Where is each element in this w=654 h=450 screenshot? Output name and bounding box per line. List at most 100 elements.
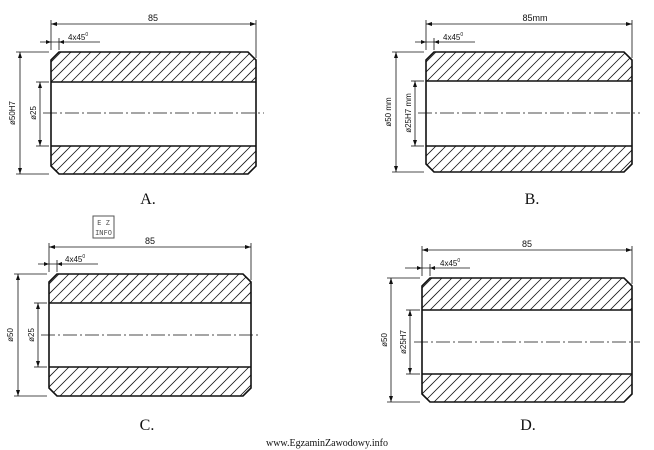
hatch-line [436, 52, 467, 81]
hatch-line [51, 52, 72, 82]
figure-a-dim-inner: ø25 [29, 81, 49, 147]
hatch-line [119, 274, 150, 303]
figure-b-inner-label: ø25H7 mm [404, 93, 413, 133]
hatch-line [252, 146, 256, 174]
hatch-line [159, 367, 190, 396]
figure-d-outer-label: ø50 [380, 333, 389, 347]
figure-c-dim-inner: ø25 [27, 302, 47, 368]
hatch-line [199, 367, 230, 396]
ez-info-logo: E Z INFO [92, 215, 115, 239]
hatch-line [496, 52, 527, 81]
figure-d-dim-inner: ø25H7 [399, 309, 420, 375]
hatch-line [422, 278, 443, 310]
figure-c-hatch-bottom [49, 367, 251, 396]
hatch-line [426, 146, 447, 172]
figure-a: 85 4x450 ø50H7 ø25 A. [8, 13, 311, 208]
hatch-line [539, 146, 567, 172]
hatch-line [619, 278, 632, 310]
hatch-line [566, 52, 597, 81]
hatch-line [140, 52, 172, 82]
figure-b-chamfer-label: 4x450 [443, 32, 463, 42]
hatch-line [509, 278, 543, 310]
hatch-line [180, 52, 212, 82]
figure-b-length-label: 85mm [522, 13, 547, 23]
hatch-line [109, 367, 140, 396]
hatch-line [536, 52, 567, 81]
hatch-line [52, 146, 82, 174]
hatch-line [549, 278, 583, 310]
hatch-line [142, 146, 172, 174]
hatch-line [49, 274, 70, 303]
figure-a-inner-label: ø25 [29, 106, 38, 120]
figure-b-letter: B. [525, 191, 540, 208]
hatch-line [49, 274, 60, 303]
hatch-line [179, 367, 210, 396]
hatch-line [60, 52, 92, 82]
figure-c-dim-chamfer: 4x450 [38, 254, 98, 272]
hatch-line [159, 274, 190, 303]
hatch-line [433, 374, 463, 402]
hatch-line [519, 146, 547, 172]
hatch-line [489, 146, 517, 172]
hatch-line [283, 146, 311, 174]
figure-a-dim-length: 85 [50, 13, 257, 58]
hatch-line [426, 52, 447, 81]
hatch-line [59, 274, 90, 303]
hatch-line [576, 52, 607, 81]
hatch-line [489, 278, 523, 310]
hatch-line [573, 374, 603, 402]
hatch-line [422, 278, 433, 310]
hatch-line [51, 52, 52, 82]
hatch-line [519, 278, 553, 310]
hatch-line [100, 52, 132, 82]
figure-c-dim-outer: ø50 [6, 273, 47, 397]
hatch-line [261, 52, 291, 82]
hatch-line [629, 146, 632, 172]
figure-c-part [41, 273, 259, 397]
hatch-line [273, 146, 301, 174]
hatch-line [439, 146, 467, 172]
hatch-line [453, 374, 483, 402]
hatch-line [89, 367, 120, 396]
figure-b-dim-length: 85mm [425, 13, 633, 58]
hatch-line [112, 146, 142, 174]
hatch-line [189, 367, 220, 396]
hatch-line [122, 146, 152, 174]
hatch-line [49, 367, 80, 396]
hatch-line [79, 367, 110, 396]
figure-b-outer-label: ø50 mm [384, 97, 393, 127]
hatch-line [152, 146, 182, 174]
figure-b-dim-inner: ø25H7 mm [404, 80, 424, 147]
hatch-line [189, 274, 220, 303]
hatch-line [202, 146, 232, 174]
figure-a-part [43, 51, 311, 175]
hatch-line [139, 274, 170, 303]
hatch-line [473, 374, 503, 402]
hatch-line [629, 278, 632, 310]
hatch-line [476, 52, 507, 81]
hatch-line [533, 374, 563, 402]
hatch-line [210, 52, 242, 82]
figure-c-outer-label: ø50 [6, 328, 15, 342]
hatch-line [619, 146, 632, 172]
figure-a-dim-outer: ø50H7 [8, 51, 49, 175]
figure-b-dim-chamfer: 4x450 [415, 32, 475, 50]
hatch-line [199, 274, 230, 303]
hatch-line [499, 146, 527, 172]
svg-text:INFO: INFO [95, 229, 112, 237]
hatch-line [102, 146, 132, 174]
hatch-line [509, 146, 537, 172]
figure-d-inner-label: ø25H7 [399, 329, 408, 354]
hatch-line [212, 146, 242, 174]
hatch-line [456, 52, 487, 81]
hatch-line [169, 367, 200, 396]
hatch-line [556, 52, 587, 81]
hatch-line [539, 278, 573, 310]
hatch-line [589, 146, 617, 172]
hatch-line [230, 52, 256, 82]
figure-b-hatch-top [426, 52, 632, 81]
hatch-line [271, 52, 301, 82]
hatch-line [563, 374, 593, 402]
hatch-line [523, 374, 553, 402]
